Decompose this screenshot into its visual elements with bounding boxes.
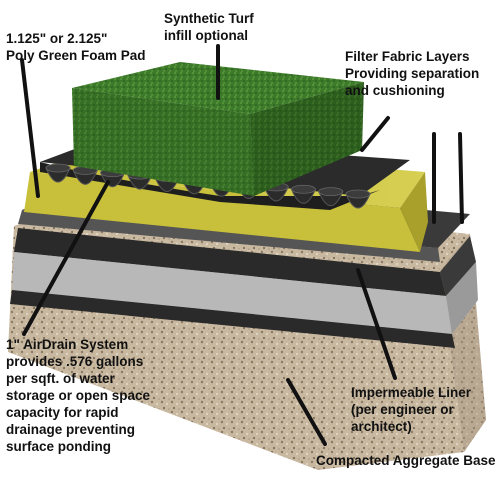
leader-line-foam-pad: [20, 58, 40, 198]
leader-line-airdrain: [22, 180, 110, 336]
label-filter-fabric-line-2: Providing separation: [345, 66, 480, 81]
label-airdrain-line-1: 1" AirDrain System: [6, 337, 129, 352]
impermeable-liner-layer: [10, 228, 478, 348]
label-liner-line-3: architect): [351, 419, 412, 434]
label-airdrain-line-5: capacity for rapid: [6, 405, 119, 420]
label-synthetic-turf-line-2: infill optional: [164, 28, 248, 43]
label-aggregate-line-1: Compacted Aggregate Base: [316, 453, 496, 468]
label-airdrain-line-3: per sqft. of water: [6, 371, 115, 386]
label-airdrain-line-2: provides .576 gallons: [6, 354, 144, 369]
leader-line-liner: [356, 268, 397, 380]
label-impermeable-liner: Impermeable Liner (per engineer or archi…: [351, 384, 471, 435]
airdrain-cell-rim: [345, 189, 371, 199]
leader-lines: [20, 44, 464, 446]
label-synthetic-turf-line-1: Synthetic Turf: [164, 11, 254, 26]
label-synthetic-turf: Synthetic Turf infill optional: [164, 10, 254, 44]
leader-line-filter-fabric: [360, 116, 390, 152]
airdrain-cell-rim: [318, 187, 344, 197]
label-airdrain-system: 1" AirDrain System provides .576 gallons…: [6, 336, 150, 455]
airdrain-cell-rim: [291, 184, 316, 194]
leader-line-aggregate: [286, 378, 327, 446]
label-filter-fabric-line-1: Filter Fabric Layers: [345, 49, 470, 64]
airdrain-cell-rim: [45, 163, 71, 173]
label-foam-pad-line-2: Poly Green Foam Pad: [6, 48, 146, 63]
label-airdrain-line-4: storage or open space: [6, 388, 151, 403]
label-foam-pad-line-1: 1.125" or 2.125": [6, 31, 108, 46]
label-airdrain-line-7: surface ponding: [6, 439, 112, 454]
label-liner-line-1: Impermeable Liner: [351, 385, 472, 400]
label-aggregate-base: Compacted Aggregate Base: [316, 452, 496, 469]
label-airdrain-line-6: drainage preventing: [6, 422, 136, 437]
synthetic-turf-layer: [72, 62, 364, 196]
label-filter-fabric-line-3: and cushioning: [345, 83, 445, 98]
label-liner-line-2: (per engineer or: [351, 402, 454, 417]
label-filter-fabric: Filter Fabric Layers Providing separatio…: [345, 48, 479, 99]
leader-line-filter-fabric-right-2: [458, 132, 464, 224]
label-foam-pad: 1.125" or 2.125" Poly Green Foam Pad: [6, 30, 146, 64]
